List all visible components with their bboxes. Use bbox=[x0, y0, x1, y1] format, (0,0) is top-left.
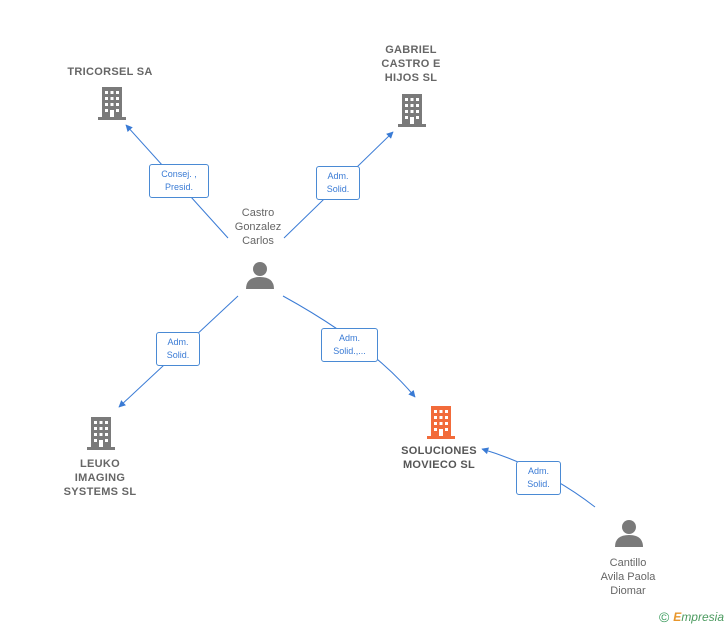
person-icon bbox=[615, 520, 643, 547]
node-label-gabriel[interactable]: GABRIEL CASTRO E HIJOS SL bbox=[381, 44, 441, 84]
edge-badge-castro-soluciones: Adm. Solid.,... bbox=[321, 328, 378, 362]
edge-badge-cantillo-soluciones: Adm. Solid. bbox=[516, 461, 561, 495]
brand-logo: © Empresia bbox=[659, 609, 724, 625]
building-icon bbox=[398, 94, 426, 127]
edge-badge-castro-leuko: Adm. Solid. bbox=[156, 332, 200, 366]
node-label-cantillo[interactable]: Cantillo Avila Paola Diomar bbox=[600, 557, 656, 597]
brand-wordmark: Empresia bbox=[673, 610, 724, 624]
edge-badge-castro-tricorsel: Consej. , Presid. bbox=[149, 164, 209, 198]
building-icon bbox=[98, 87, 126, 120]
building-icon bbox=[87, 417, 115, 450]
copyright-icon: © bbox=[658, 609, 670, 625]
person-icon bbox=[246, 262, 274, 289]
edge-badge-castro-gabriel: Adm. Solid. bbox=[316, 166, 360, 200]
node-label-soluciones[interactable]: SOLUCIONES MOVIECO SL bbox=[401, 445, 477, 471]
node-label-castro[interactable]: Castro Gonzalez Carlos bbox=[234, 207, 282, 247]
node-label-tricorsel[interactable]: TRICORSEL SA bbox=[67, 66, 153, 78]
node-label-leuko[interactable]: LEUKO IMAGING SYSTEMS SL bbox=[63, 458, 137, 498]
building-icon-highlighted bbox=[427, 406, 455, 439]
